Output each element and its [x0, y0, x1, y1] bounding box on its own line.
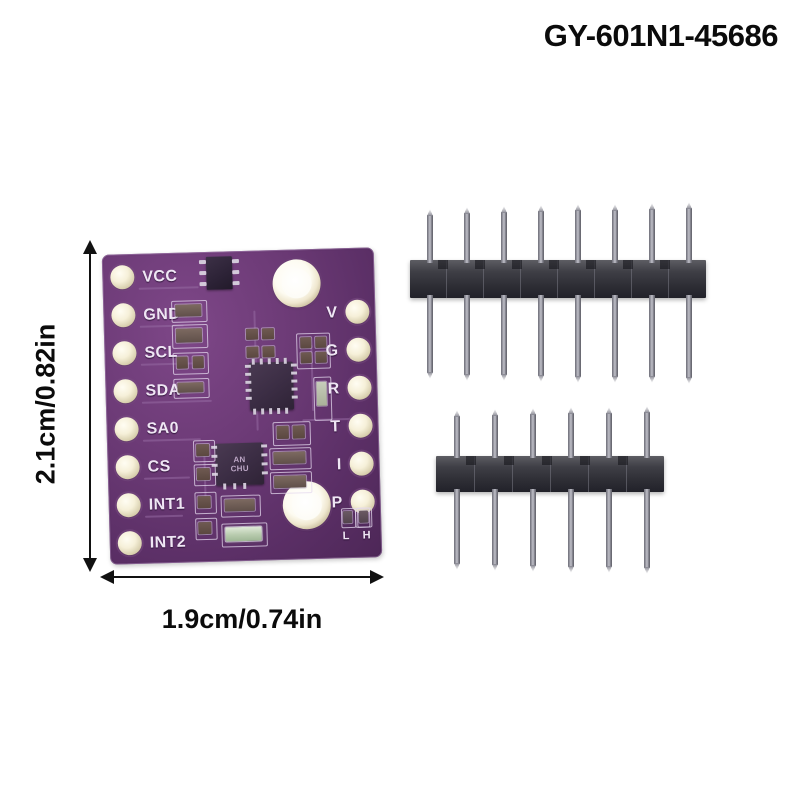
header-pin	[464, 213, 470, 263]
header-pin	[454, 489, 460, 564]
header-pin	[612, 295, 618, 377]
header-plastic-body	[436, 456, 664, 492]
smd-capacitor	[273, 451, 306, 465]
dimension-width-label: 1.9cm/0.74in	[161, 604, 323, 634]
header-pin	[606, 489, 612, 567]
header-pin	[530, 414, 536, 458]
header-pin	[427, 295, 433, 373]
silkscreen-outline	[354, 507, 371, 528]
smd-resistor	[300, 352, 312, 364]
label-v: V	[326, 304, 338, 322]
dimension-arrow-right	[370, 570, 384, 584]
dimension-height-label: 2.1cm/0.82in	[30, 323, 61, 485]
smd-capacitor	[175, 304, 202, 317]
smd-resistor	[176, 356, 188, 369]
label-l: L	[342, 530, 350, 543]
header-pin	[644, 412, 650, 458]
smd-capacitor	[177, 382, 204, 393]
header-pin	[575, 295, 581, 377]
header-pin	[568, 489, 574, 567]
header-pin	[606, 413, 612, 458]
smd-capacitor	[175, 328, 203, 343]
header-pin	[686, 295, 692, 378]
smd-component	[316, 381, 328, 406]
smd-resistor	[315, 336, 327, 348]
header-pin	[649, 295, 655, 377]
header-pin	[568, 413, 574, 458]
sensor-ic: AN CHU	[211, 442, 268, 490]
smd-resistor	[300, 337, 312, 349]
header-pin	[538, 211, 544, 263]
6-pin-male-header	[432, 408, 672, 583]
pcb-board: VCC GND SCL SDA SA0 CS INT1 INT2 V G R T…	[101, 247, 383, 565]
processor-ic	[244, 357, 298, 415]
smd-resistor	[315, 351, 327, 363]
smd-resistor	[245, 328, 259, 340]
label-sa0: SA0	[146, 419, 180, 438]
8-pin-male-header	[406, 205, 708, 395]
smd-resistor	[261, 328, 275, 340]
smd-resistor	[198, 521, 212, 535]
jumper-pad-l	[342, 510, 353, 524]
label-cs: CS	[147, 458, 171, 476]
header-pin	[538, 295, 544, 376]
sensor-ic-marking: AN CHU	[230, 454, 249, 474]
page-title: GY-601N1-45686	[543, 18, 779, 53]
smd-capacitor	[273, 475, 307, 489]
smd-resistor	[246, 346, 259, 358]
header-pin	[427, 215, 433, 263]
header-pin	[612, 210, 618, 263]
smd-resistor	[196, 443, 210, 457]
header-pin	[644, 489, 650, 568]
dimension-arrow-down	[83, 558, 97, 572]
indicator-led	[225, 526, 262, 542]
smd-resistor	[262, 346, 275, 358]
smd-resistor	[197, 495, 211, 509]
header-pin	[492, 415, 498, 458]
dimension-arrow-left	[100, 570, 114, 584]
header-pin	[501, 212, 507, 263]
regulator-ic	[198, 256, 240, 290]
smd-capacitor	[224, 498, 255, 512]
dimension-line-vertical	[89, 252, 91, 560]
label-int2: INT2	[149, 533, 187, 552]
header-pin	[575, 210, 581, 263]
smd-resistor	[276, 425, 289, 440]
smd-resistor	[192, 356, 204, 369]
header-pin	[649, 209, 655, 263]
smd-resistor	[292, 425, 305, 439]
header-pin	[454, 416, 460, 458]
header-pin	[530, 489, 536, 566]
smd-resistor	[196, 467, 211, 481]
header-pin	[492, 489, 498, 565]
label-i: I	[336, 456, 342, 474]
label-h: H	[362, 529, 371, 542]
label-t: T	[330, 418, 341, 436]
processor-ic-marking	[247, 364, 296, 409]
label-vcc: VCC	[142, 267, 178, 286]
header-plastic-body	[410, 260, 706, 298]
label-int1: INT1	[148, 495, 186, 514]
dimension-arrow-up	[83, 240, 97, 254]
header-pin	[686, 208, 692, 263]
dimension-line-horizontal	[112, 576, 372, 578]
header-pin	[501, 295, 507, 375]
header-pin	[464, 295, 470, 375]
